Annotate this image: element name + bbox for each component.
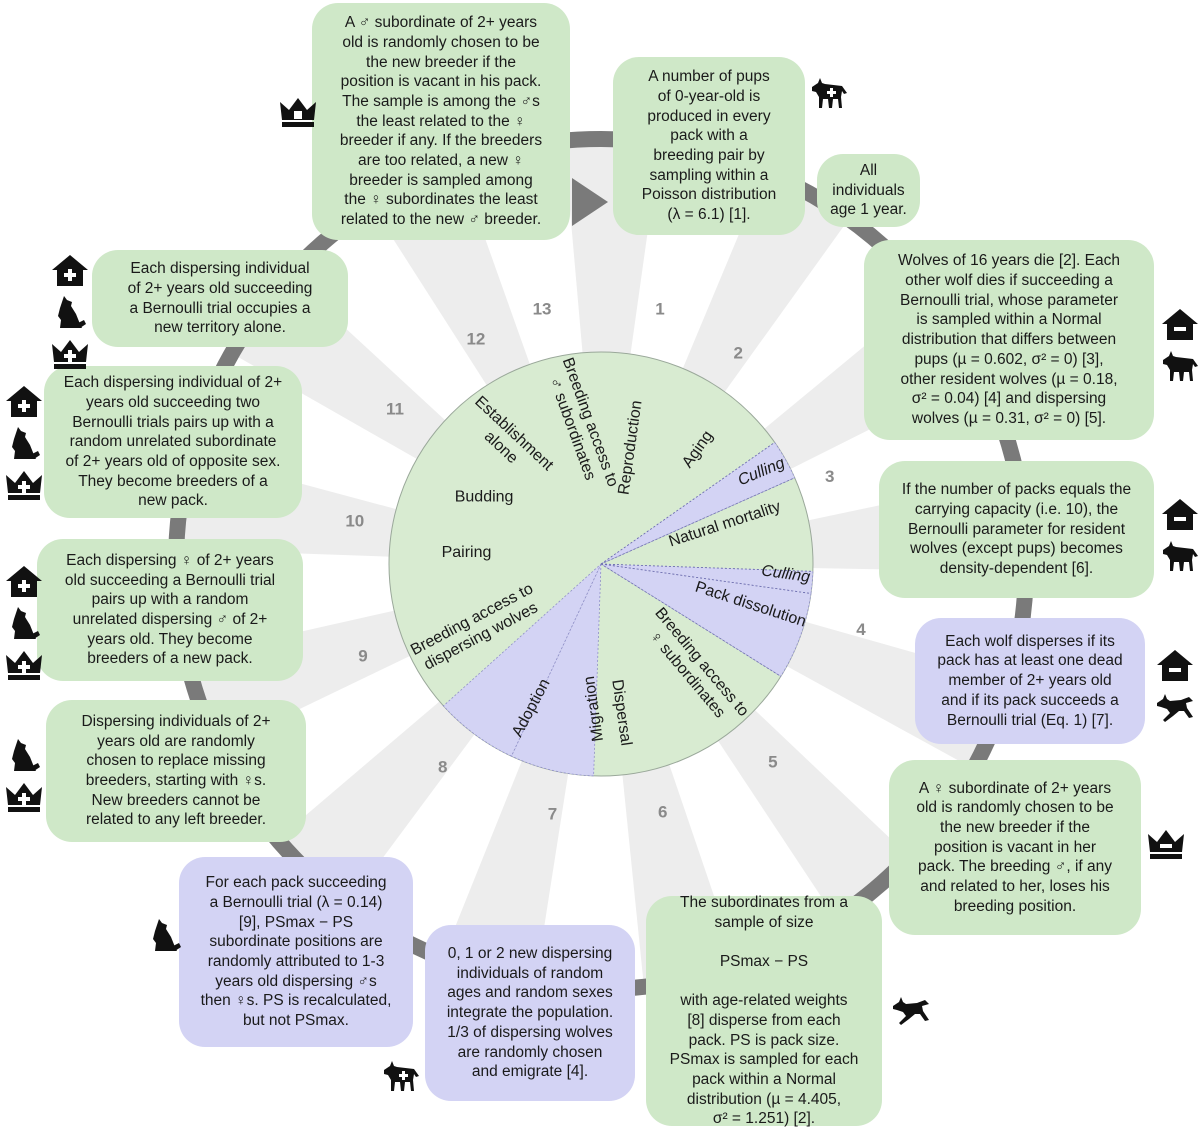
natural-mortality-text: Wolves of 16 years die [2]. Each other w…: [898, 252, 1120, 427]
pie-separator: [600, 442, 775, 565]
pie-separator: [600, 563, 813, 572]
step-number: 4: [856, 620, 866, 639]
crown-plus-icon-establishment: [50, 336, 90, 372]
pie-separator: [600, 477, 795, 565]
step-number: 2: [734, 344, 743, 363]
running-wolf-icon-dissolution: [1155, 689, 1195, 725]
standing-wolf-icon-top-right: [809, 75, 849, 111]
step-number: 9: [358, 646, 367, 665]
standing-wolf-icon-density: [1160, 538, 1200, 574]
howling-wolf-icon-pairing: [4, 605, 44, 641]
house-minus-icon-mortality: [1160, 306, 1200, 342]
reproduction-box: A number of pups of 0-year-old is produc…: [613, 57, 805, 235]
adoption-text: For each pack succeeding a Bernoulli tri…: [200, 874, 392, 1030]
icon-group: [1160, 496, 1200, 574]
howling-wolf-icon-budding: [4, 425, 44, 461]
icon-group: [1146, 826, 1186, 862]
step-number: 13: [533, 300, 552, 319]
male-breeder-box: A ♂ subordinate of 2+ years old is rando…: [312, 3, 570, 240]
icon-group: [4, 563, 44, 683]
step-number: 3: [825, 467, 834, 486]
male-breeder-text: A ♂ subordinate of 2+ years old is rando…: [339, 14, 543, 229]
howling-wolf-icon-adoption: [145, 917, 185, 953]
crown-plus-icon-pairing: [4, 647, 44, 683]
background-ray: [563, 133, 661, 564]
establishment-alone-box: Each dispersing individual of 2+ years o…: [92, 250, 348, 347]
crown-icon-top-left: [278, 94, 318, 130]
house-plus-icon-establishment: [50, 252, 90, 288]
icon-group: [381, 1058, 421, 1094]
pie-sector-label: Culling: [760, 562, 811, 586]
crown-plus-icon-breeders: [4, 779, 44, 815]
pie-sector-label: Budding: [455, 489, 514, 506]
pairing-box: Each dispersing ♀ of 2+ years old succee…: [37, 539, 303, 681]
natural-mortality-box: Wolves of 16 years die [2]. Each other w…: [864, 240, 1154, 440]
pie-sector-blue: [600, 563, 812, 677]
dispersing-breeders-text: Dispersing individuals of 2+ years old a…: [81, 712, 271, 829]
step-number: 6: [658, 802, 667, 821]
density-dependence-text: If the number of packs equals the carryi…: [901, 481, 1132, 577]
aging-box: All individuals age 1 year.: [817, 154, 920, 227]
icon-group: [145, 917, 185, 953]
pie-sector-blue: [510, 563, 602, 777]
house-minus-icon-dissolution: [1155, 647, 1195, 683]
icon-group: [50, 252, 90, 372]
dispersing-breeders-box: Dispersing individuals of 2+ years old a…: [46, 700, 306, 842]
step-number: 7: [548, 804, 557, 823]
reproduction-text: A number of pups of 0-year-old is produc…: [641, 68, 777, 224]
icon-group: [4, 737, 44, 815]
howling-wolf-icon-establishment: [50, 294, 90, 330]
dispersal-text: The subordinates from a sample of size P…: [669, 893, 859, 1128]
aging-text: All individuals age 1 year.: [830, 162, 907, 219]
migration-text: 0, 1 or 2 new dispersing individuals of …: [446, 945, 614, 1081]
pie-separator: [600, 563, 781, 677]
budding-box: Each dispersing individual of 2+ years o…: [44, 366, 302, 518]
step-number: 10: [345, 512, 364, 531]
female-breeder-box: A ♀ subordinate of 2+ years old is rando…: [889, 760, 1141, 935]
cycle-arrow-head: [572, 178, 608, 226]
step-number: 5: [768, 753, 777, 772]
icon-group: [1155, 647, 1195, 725]
icon-group: [4, 383, 44, 503]
pie-separator: [600, 563, 811, 594]
adoption-box: For each pack succeeding a Bernoulli tri…: [179, 857, 413, 1047]
pairing-text: Each dispersing ♀ of 2+ years old succee…: [64, 551, 276, 668]
standing-wolf-plus-icon-migration: [381, 1058, 421, 1094]
standing-wolf-icon-mortality: [1160, 348, 1200, 384]
dispersal-box: The subordinates from a sample of size P…: [646, 893, 882, 1128]
house-minus-icon-density: [1160, 496, 1200, 532]
budding-text: Each dispersing individual of 2+ years o…: [63, 374, 283, 510]
house-plus-icon-budding: [4, 383, 44, 419]
crown-plus-icon-budding: [4, 467, 44, 503]
density-dependence-box: If the number of packs equals the carryi…: [879, 461, 1154, 598]
pie-sector-label: Pairing: [442, 544, 492, 561]
step-number: 1: [655, 300, 664, 319]
migration-box: 0, 1 or 2 new dispersing individuals of …: [425, 925, 635, 1101]
pack-dissolution-text: Each wolf disperses if its pack has at l…: [937, 632, 1123, 729]
howling-wolf-icon-breeders: [4, 737, 44, 773]
crown-minus-icon-female-breeder: [1146, 826, 1186, 862]
female-breeder-text: A ♀ subordinate of 2+ years old is rando…: [916, 779, 1114, 915]
icon-group: [891, 992, 931, 1028]
icon-group: [278, 94, 318, 130]
icon-group: [1160, 306, 1200, 384]
step-number: 8: [438, 758, 447, 777]
establishment-alone-text: Each dispersing individual of 2+ years o…: [127, 260, 313, 337]
step-number: 11: [386, 400, 404, 419]
step-number: 12: [466, 329, 485, 348]
pack-dissolution-box: Each wolf disperses if its pack has at l…: [915, 618, 1145, 744]
pie-sector-blue: [600, 441, 796, 565]
running-wolf-icon-dispersal: [891, 992, 931, 1028]
pie-sector-blue: [442, 563, 602, 757]
house-plus-icon-pairing: [4, 563, 44, 599]
icon-group: [809, 75, 849, 111]
